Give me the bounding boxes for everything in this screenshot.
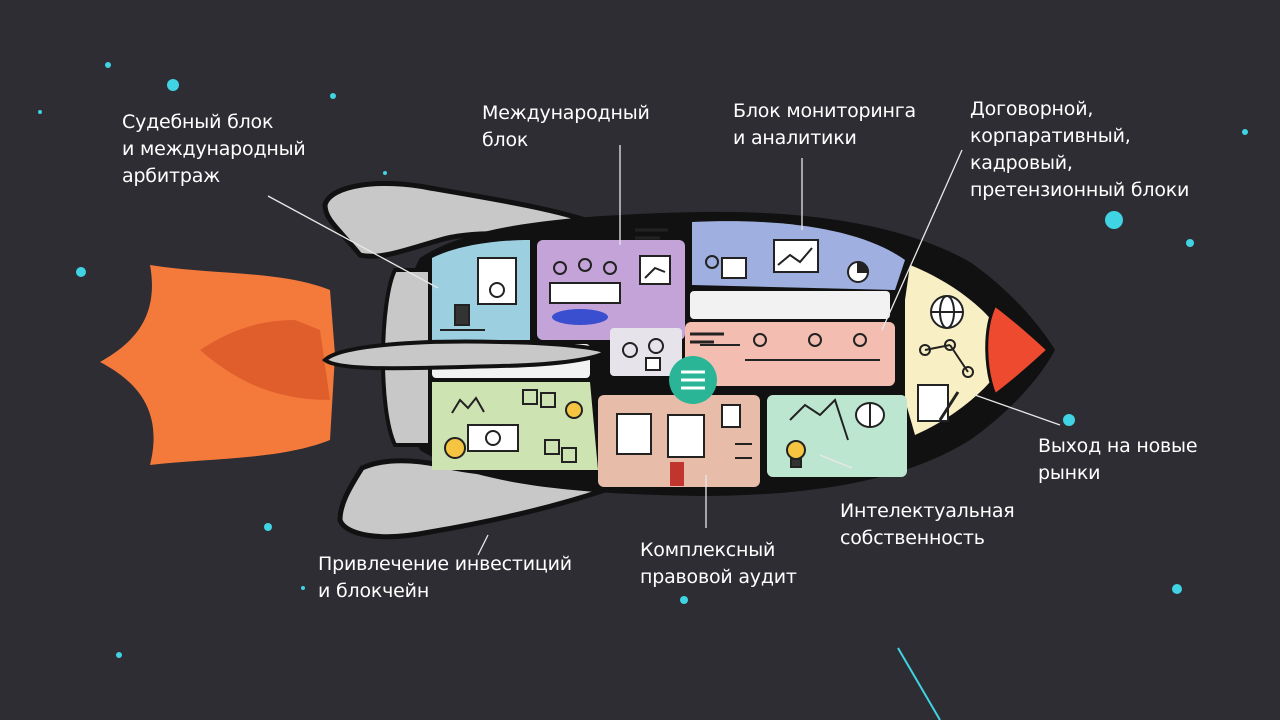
rocket-flame [100, 265, 335, 465]
label-legal-audit: Комплексный правовой аудит [640, 539, 797, 588]
calculator-icon [721, 404, 741, 428]
gavel-icon [440, 304, 485, 331]
label-contract-blocks: Договорной, корпаративный, кадровый, пре… [970, 98, 1190, 201]
contract-pen-icon [917, 384, 960, 422]
label-judicial-block: Судебный блок и международный арбитраж [122, 111, 306, 187]
scroll-icon [477, 257, 517, 305]
label-investment-blockchain: Привлечение инвестиций и блокчейн [318, 553, 572, 602]
leader-lines [267, 145, 1061, 556]
blockchain-cubes-icon [522, 389, 577, 463]
label-international-block: Международный блок [482, 102, 650, 151]
dashboard-icon [773, 239, 819, 273]
rocket-nose-tip [985, 302, 1051, 398]
rocket-fin-middle [321, 339, 608, 371]
menu-button[interactable] [669, 356, 717, 404]
coin-icon [444, 401, 583, 459]
label-intellectual-property: Интелектуальная собственность [840, 500, 1015, 549]
star-field [38, 62, 1248, 658]
menu-icon [681, 370, 705, 390]
workers-at-desks-icon [700, 333, 880, 361]
globe-icon [930, 295, 964, 329]
translator-icon [622, 338, 664, 371]
brain-icon [855, 402, 885, 428]
pie-chart-icon [847, 260, 870, 283]
block-contract [685, 322, 895, 386]
label-monitoring-block: Блок мониторинга и аналитики [733, 100, 916, 149]
label-new-markets: Выход на новые рынки [1038, 435, 1198, 484]
network-icon [919, 339, 974, 378]
lightbulb-icon [786, 440, 806, 468]
presentation-icon [639, 255, 671, 285]
money-icon [467, 424, 519, 452]
meeting-icon [549, 258, 621, 304]
checklist-icon [616, 413, 752, 459]
